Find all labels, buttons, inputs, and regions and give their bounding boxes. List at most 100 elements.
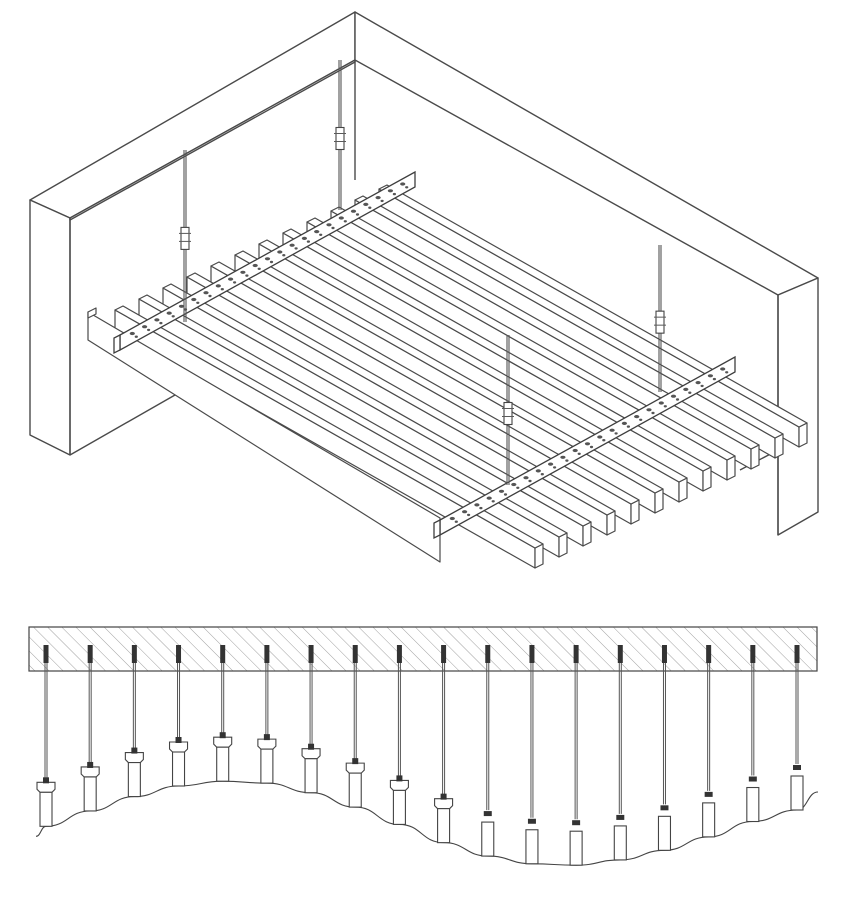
carrier-slot	[387, 189, 393, 193]
left-wall-top	[29, 11, 356, 219]
carrier-slot	[228, 277, 234, 281]
carrier-rail	[433, 355, 736, 540]
hanging-profile	[481, 645, 495, 857]
nut	[483, 811, 492, 817]
carrier-slot	[553, 466, 557, 469]
carrier-slot	[215, 284, 221, 288]
carrier-slot	[269, 260, 274, 264]
anchor-bolt	[441, 645, 447, 663]
carrier-slot	[498, 489, 505, 493]
carrier-slot	[523, 476, 529, 480]
profile-tube	[790, 775, 804, 811]
carrier-slot	[233, 281, 237, 284]
carrier-slot	[700, 384, 704, 388]
nut	[572, 820, 581, 826]
carrier-slot	[294, 247, 298, 250]
baffle	[162, 283, 592, 547]
baffle	[306, 217, 736, 481]
hanging-profile	[80, 645, 100, 812]
profile-tube	[260, 748, 274, 784]
hanging-profile	[434, 645, 454, 844]
anchor-bolt	[352, 645, 358, 663]
carrier-slot	[129, 331, 135, 336]
anchor-bolt	[706, 645, 712, 663]
baffle	[234, 250, 664, 514]
carrier-slot	[486, 496, 492, 500]
profile-tube	[348, 772, 362, 808]
carrier-slot	[257, 267, 261, 270]
carrier-slot	[474, 503, 480, 507]
carrier-slot	[720, 367, 726, 371]
hanger-rod	[502, 335, 514, 485]
carrier-slot	[639, 418, 643, 421]
carrier-slot	[282, 254, 286, 257]
carrier-slot	[683, 387, 689, 391]
profile-group	[36, 645, 804, 866]
carrier-slot	[695, 381, 701, 385]
carrier-slot	[577, 452, 581, 455]
carrier-slot	[560, 455, 566, 459]
profile-clip	[80, 766, 100, 778]
anchor-bolt	[485, 645, 491, 663]
carrier-slot	[626, 425, 631, 428]
profile-tube	[525, 829, 539, 865]
carrier-slot	[306, 240, 310, 243]
carrier-slot	[602, 439, 606, 442]
carrier-slot	[479, 506, 483, 510]
carrier-slot	[331, 226, 335, 230]
carrier-slot	[355, 213, 360, 216]
carrier-slot	[400, 182, 406, 186]
baffle	[87, 307, 441, 563]
carrier-slot	[454, 520, 458, 523]
nut	[440, 793, 447, 800]
nut	[87, 761, 94, 768]
nut	[43, 777, 49, 784]
profile-tube	[392, 789, 406, 825]
profile-clip	[389, 779, 409, 791]
carrier-slot	[725, 371, 729, 374]
carrier-slot	[314, 230, 320, 234]
hanging-profile	[345, 645, 365, 808]
profile-clip	[36, 781, 56, 793]
profile-tube	[83, 776, 97, 812]
carrier-slot	[491, 500, 495, 503]
nut	[352, 758, 359, 765]
carrier-slot	[597, 435, 603, 439]
carrier-slot	[609, 428, 615, 432]
nut	[704, 791, 713, 797]
carrier-slot	[159, 321, 163, 325]
profile-tube	[39, 791, 53, 827]
carrier-slot	[707, 374, 714, 378]
carrier-slot	[614, 432, 618, 435]
wave-profile-curve	[35, 780, 819, 866]
profile-tube	[216, 746, 230, 782]
carrier-slot	[663, 405, 667, 408]
baffle	[138, 294, 568, 558]
carrier-slot	[449, 516, 455, 521]
carrier-slot	[252, 263, 258, 268]
carrier-slot	[503, 493, 508, 496]
carrier-slot	[134, 335, 138, 338]
carrier-slot	[166, 311, 172, 315]
carrier-slot	[462, 510, 468, 514]
hanging-profile	[213, 645, 233, 782]
profile-tube	[702, 802, 716, 838]
profile-clip	[257, 738, 277, 750]
baffle	[258, 239, 688, 503]
carrier-slot	[584, 442, 591, 446]
carrier-slot	[651, 411, 655, 415]
carrier-slot	[178, 304, 185, 308]
anchor-bolt	[617, 645, 623, 663]
carrier-slot	[368, 206, 372, 209]
profile-clip	[124, 752, 144, 764]
hanger-clip	[503, 401, 513, 426]
carrier-slot	[319, 233, 323, 236]
anchor-bolt	[308, 645, 314, 663]
anchor-bolt	[220, 645, 226, 663]
carrier-slot	[675, 398, 680, 401]
nut	[175, 737, 182, 743]
profile-tube	[437, 808, 451, 844]
carrier-slot	[375, 196, 381, 200]
